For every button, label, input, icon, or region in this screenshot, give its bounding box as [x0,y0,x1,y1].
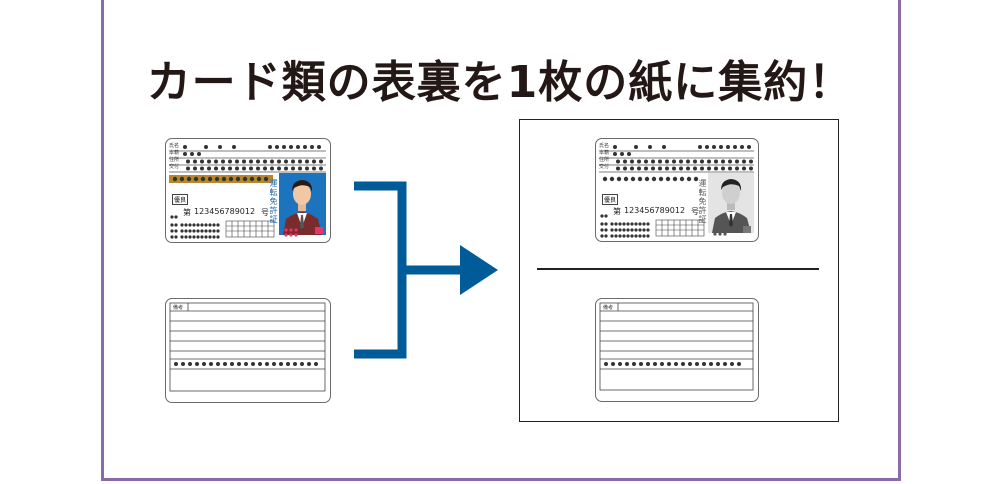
person-portrait-icon [283,180,322,235]
page-title: カード類の表裏を1枚の紙に集約！ [146,57,854,108]
license-card-back: 備考 [165,298,331,403]
paper-card-back: 備考 [595,298,759,402]
paper-license-id-prefix: 第 [613,207,621,216]
dot-row-address [172,159,323,182]
remarks-header: 備考 [173,305,184,311]
license-vertical-title: 運転免許証 [269,179,278,224]
license-id-prefix: 第 [183,208,191,217]
card-front-rows [169,145,326,239]
paper-status-badge: 優良 [602,194,619,205]
paper-row-label-domicile: 本籍 [599,150,610,156]
paper-divider [537,268,819,270]
row-label-address: 住所 [169,157,180,163]
paper-license-id-number: 123456789012 [624,206,686,215]
card-back-lines [169,302,326,392]
paper-card-back-lines [599,302,754,391]
paper-card-front: 氏名 本籍 住所 交付 優良 第 123456789012 号 運転免許証 [595,138,759,242]
paper-remarks-header: 備考 [603,305,614,311]
status-badge: 優良 [172,194,189,205]
license-id-number: 123456789012 [194,207,256,216]
paper-row-label-name: 氏名 [599,143,610,149]
paper-card-front-rows [599,145,754,238]
license-card-front: 氏名 本籍 住所 交付 優良 第 123456789012 号 運転免許証 [165,138,331,243]
category-grid [225,220,275,238]
row-label-domicile: 本籍 [169,150,180,156]
row-label-issue: 交付 [169,164,180,170]
paper-row-label-issue: 交付 [599,164,610,170]
license-id-suffix: 号 [261,208,269,217]
paper-row-label-address: 住所 [599,157,610,163]
right-arrow-icon [354,181,498,359]
person-portrait-gray-icon [712,179,751,233]
row-label-name: 氏名 [169,143,180,149]
paper-license-vertical-title: 運転免許証 [698,179,707,224]
paper-license-id-suffix: 号 [691,207,699,216]
